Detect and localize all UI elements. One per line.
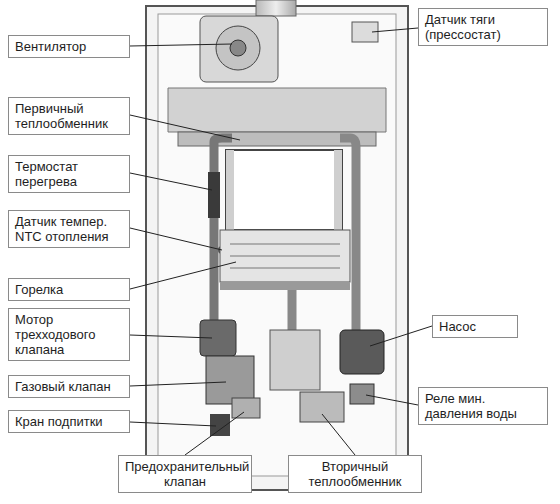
exchanger-hood [168,88,386,132]
leader-lines [130,28,432,455]
burner-body [220,230,350,282]
callout-box: Датчик темпер. NTC отопления [8,210,130,248]
part-label: Предохранительный клапан [125,459,245,489]
hydro-block [270,330,320,390]
callout-box: Первичный теплообменник [8,97,130,135]
flue-pipe [256,0,296,16]
pipe-elbow [214,138,232,146]
part-label: Кран подпитки [15,414,123,429]
callout-box: Кран подпитки [8,410,130,433]
part-label: Горелка [15,282,123,297]
burner-ramps [230,244,340,268]
callout-box: Вентилятор [8,35,130,58]
fan-rotor [216,26,260,70]
pipe [210,300,219,320]
fan-hub [230,40,246,56]
part-label: Вентилятор [15,39,123,54]
callout-box: Термостат перегрева [8,155,130,193]
part-label: Насос [439,319,511,334]
secondary-exchanger [300,392,344,422]
callout-box: Газовый клапан [8,375,130,398]
overheat-thermostat [208,172,220,218]
callout-box: Датчик тяги (прессостат) [418,8,548,46]
gas-pipe [288,290,297,330]
part-label: Датчик темпер. NTC отопления [15,214,123,244]
pipe [352,300,361,334]
part-label: Датчик тяги (прессостат) [425,12,541,42]
gas-valve [206,356,254,404]
callout-box: Предохранительный клапан [118,455,252,493]
safety-valve [232,398,260,418]
part-label: Термостат перегрева [15,159,123,189]
part-label: Мотор трехходового клапана [15,312,123,357]
callout-box: Насос [432,315,518,338]
gas-manifold [220,282,350,290]
part-label: Вторичный теплообменник [295,459,415,489]
pump [340,330,384,374]
callout-box: Вторичный теплообменник [288,455,422,493]
callout-box: Горелка [8,278,130,301]
callout-box: Реле мин. давления воды [418,387,548,425]
chamber-wall [334,150,342,230]
chamber-wall [226,150,234,230]
flow-pipe [210,146,219,300]
part-label: Первичный теплообменник [15,101,123,131]
fan-housing [200,16,278,82]
part-label: Реле мин. давления воды [425,391,541,421]
boiler-casing [146,6,408,490]
pressure-switch [350,384,374,404]
inner-frame [158,14,396,476]
part-label: Газовый клапан [15,379,123,394]
combustion-chamber [226,150,342,230]
callout-box: Мотор трехходового клапана [8,308,130,361]
